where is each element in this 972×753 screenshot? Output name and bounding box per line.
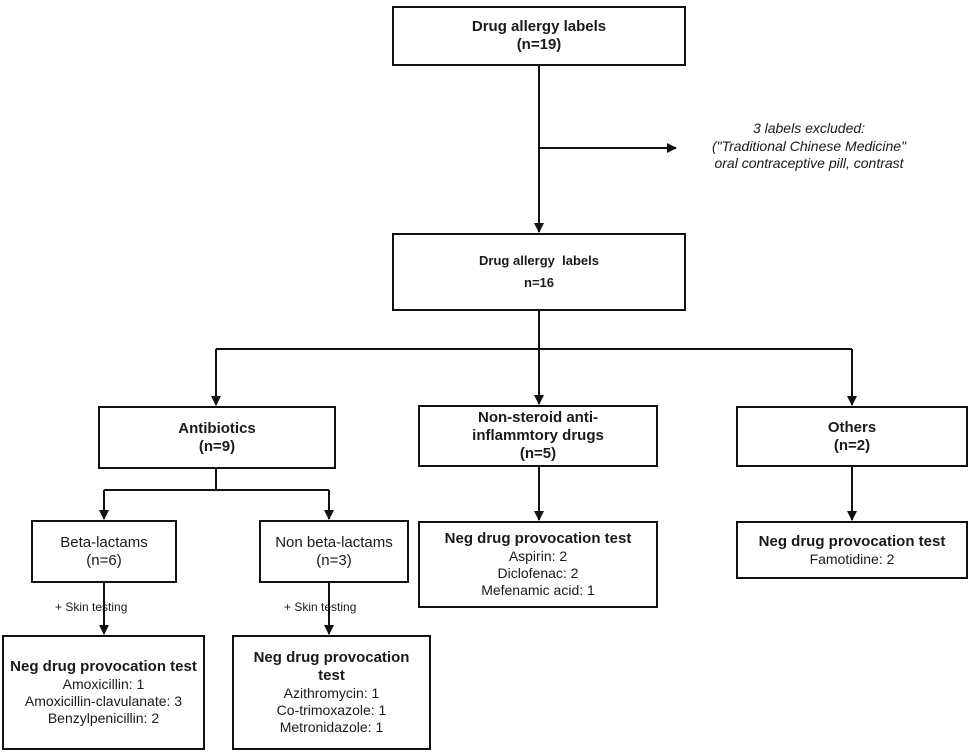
box-beta-lactams: Beta-lactams (n=6) <box>31 520 177 583</box>
nonbeta-result-heading-1: Neg drug provocation <box>253 649 410 667</box>
others-result-item: Famotidine: 2 <box>809 550 895 567</box>
middle-title: Drug allergy labels <box>479 253 599 269</box>
exclusion-line-3: oral contraceptive pill, contrast <box>714 155 904 171</box>
nsaids-title-2: inflammtory drugs <box>472 427 604 444</box>
nsaid-result-item: Mefenamic acid: 1 <box>481 581 595 598</box>
box-drug-allergy-labels-total: Drug allergy labels (n=19) <box>392 6 686 66</box>
nonbeta-result-item: Co-trimoxazole: 1 <box>276 702 387 719</box>
nonbeta-title: Non beta-lactams <box>275 533 393 551</box>
exclusion-line-2: ("Traditional Chinese Medicine" <box>711 137 907 154</box>
box-others: Others (n=2) <box>736 406 968 467</box>
box-nsaid-result: Neg drug provocation test Aspirin: 2 Dic… <box>418 521 658 608</box>
top-count: (n=19) <box>516 36 562 53</box>
beta-result-heading: Neg drug provocation test <box>10 658 197 676</box>
box-nonbeta-result: Neg drug provocation test Azithromycin: … <box>232 635 431 750</box>
nsaid-result-heading: Neg drug provocation test <box>444 530 632 548</box>
others-result-heading: Neg drug provocation test <box>758 532 946 550</box>
nonbeta-count: (n=3) <box>316 551 352 569</box>
nsaids-count: (n=5) <box>519 445 557 462</box>
nsaids-title-1: Non-steroid anti- <box>478 409 598 426</box>
middle-count: n=16 <box>524 275 554 290</box>
antibiotics-count: (n=9) <box>198 437 236 455</box>
nonbeta-result-heading-2: test <box>318 667 345 685</box>
skin-testing-label-right: + Skin testing <box>284 600 357 614</box>
box-beta-result: Neg drug provocation test Amoxicillin: 1… <box>2 635 205 750</box>
box-nsaids: Non-steroid anti- inflammtory drugs (n=5… <box>418 405 658 467</box>
box-drug-allergy-labels-included: Drug allergy labels n=16 <box>392 233 686 311</box>
beta-result-item: Amoxicillin-clavulanate: 3 <box>24 693 183 710</box>
nsaid-result-item: Diclofenac: 2 <box>497 565 579 582</box>
others-count: (n=2) <box>833 436 871 454</box>
box-others-result: Neg drug provocation test Famotidine: 2 <box>736 521 968 579</box>
beta-result-item: Amoxicillin: 1 <box>62 676 145 693</box>
others-title: Others <box>827 418 877 436</box>
beta-count: (n=6) <box>86 551 122 569</box>
box-antibiotics: Antibiotics (n=9) <box>98 406 336 469</box>
box-non-beta-lactams: Non beta-lactams (n=3) <box>259 520 409 583</box>
beta-title: Beta-lactams <box>60 533 148 551</box>
nonbeta-result-item: Azithromycin: 1 <box>283 685 380 702</box>
top-title: Drug allergy labels <box>471 18 607 35</box>
nonbeta-result-item: Metronidazole: 1 <box>279 718 384 735</box>
skin-testing-label-left: + Skin testing <box>55 600 128 614</box>
beta-result-item: Benzylpenicillin: 2 <box>47 709 160 726</box>
antibiotics-title: Antibiotics <box>178 419 256 437</box>
nsaid-result-item: Aspirin: 2 <box>508 548 568 565</box>
exclusion-note: 3 labels excluded: ("Traditional Chinese… <box>664 120 954 173</box>
exclusion-line-1: 3 labels excluded: <box>752 120 866 136</box>
